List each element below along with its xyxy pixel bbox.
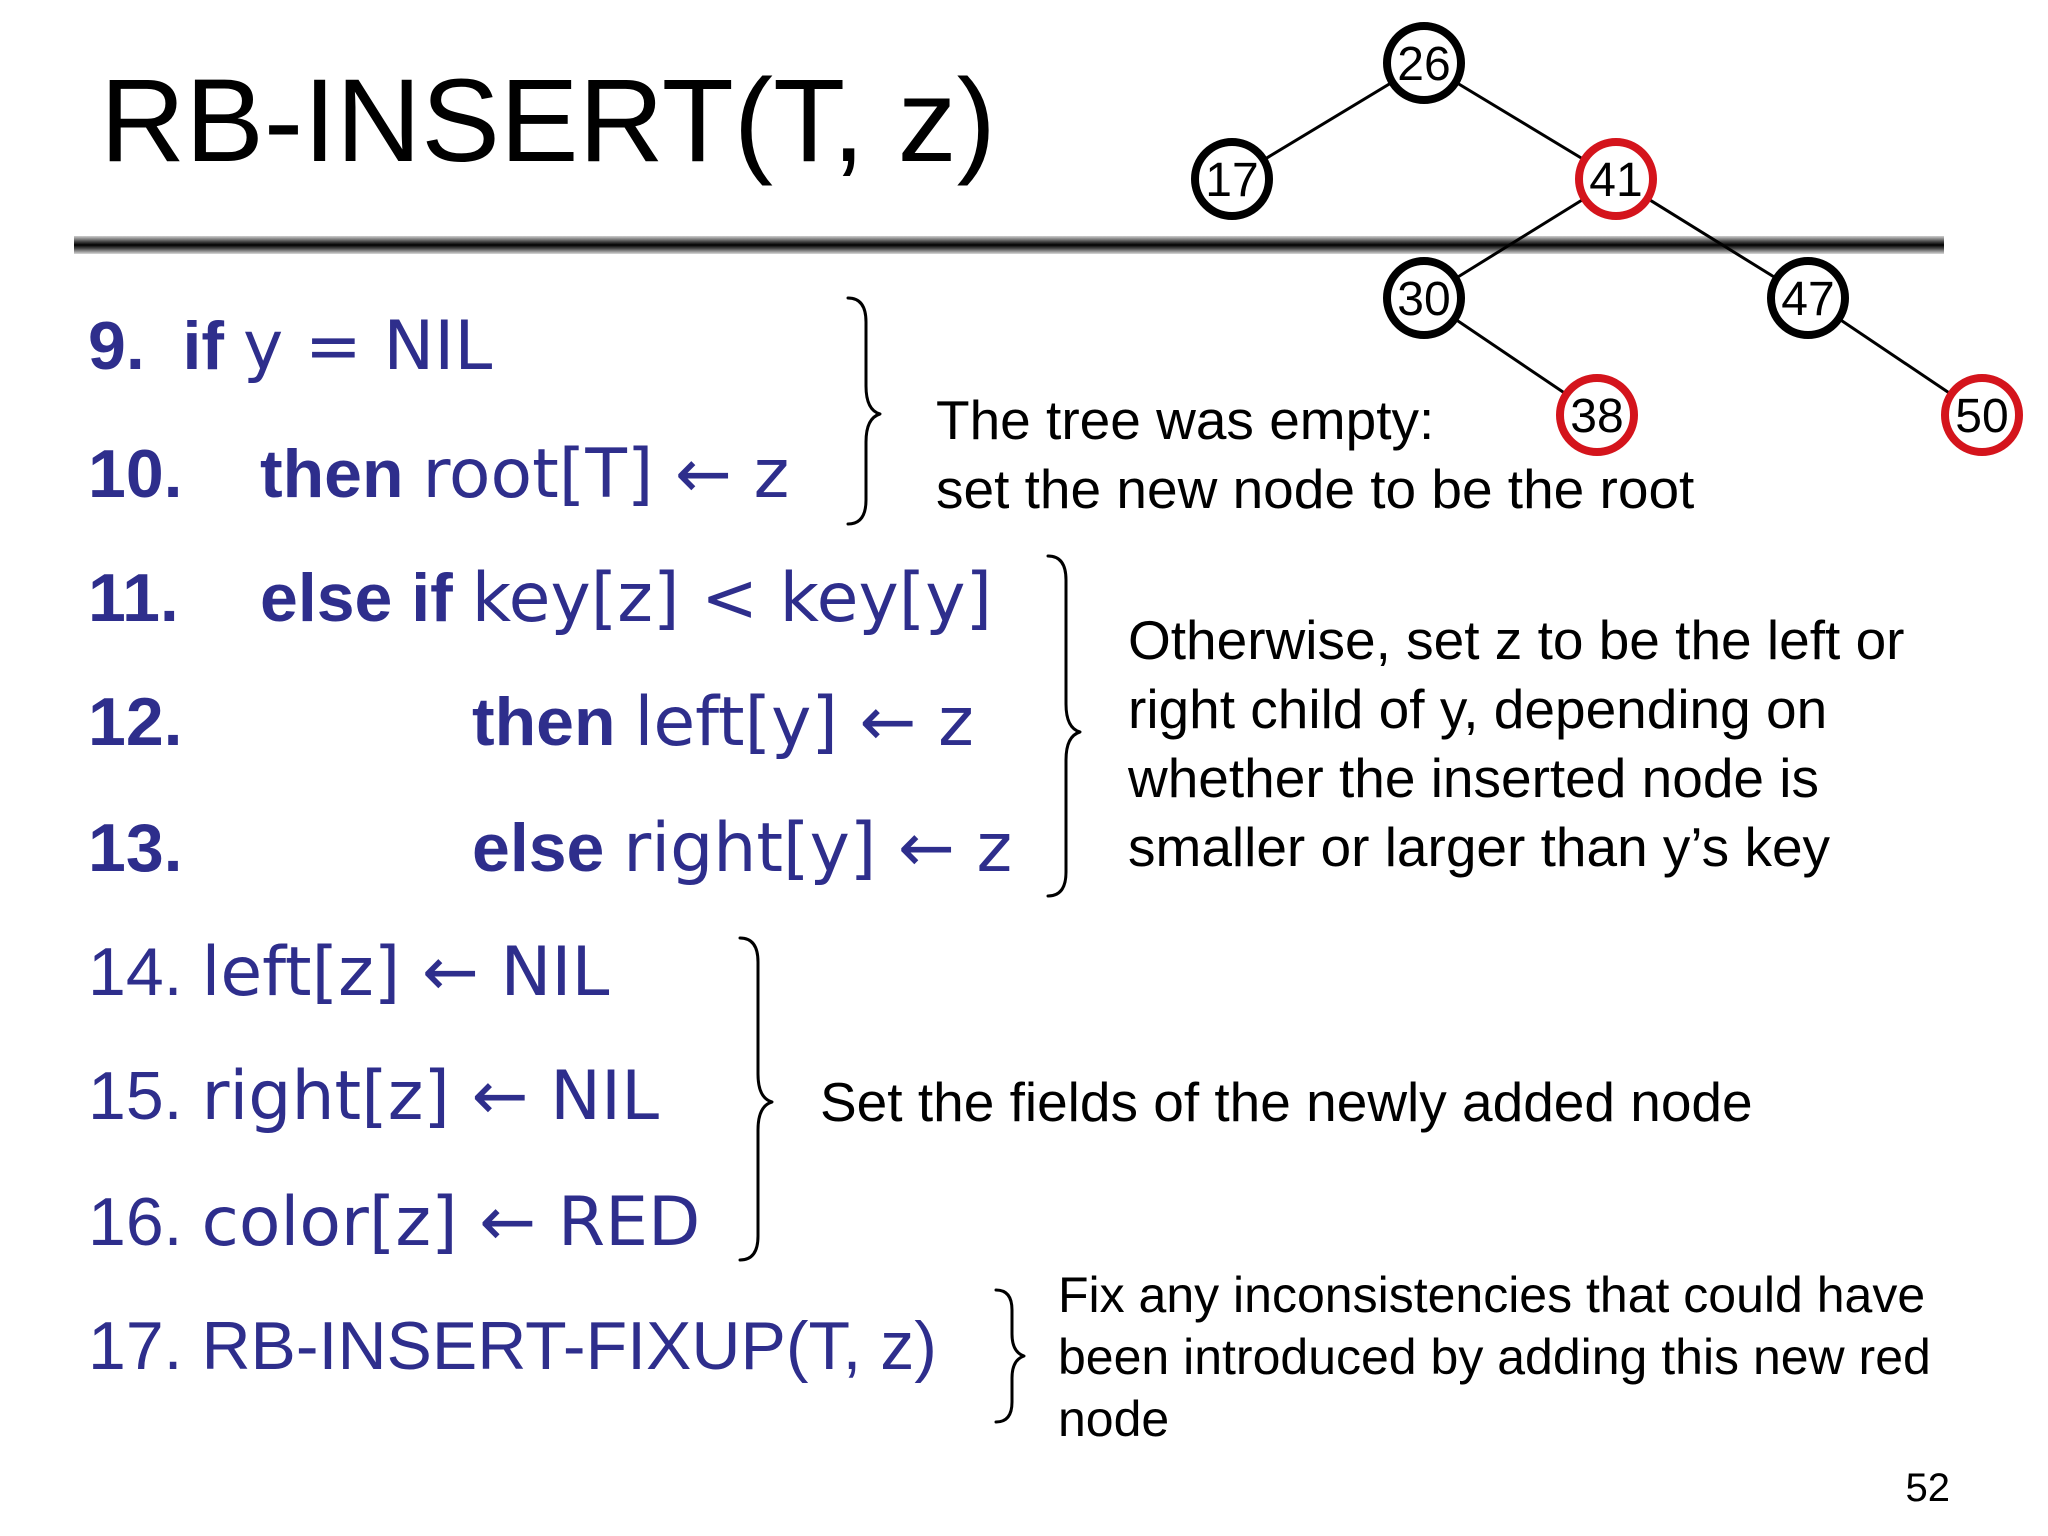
- tree-node-38: 38: [1556, 374, 1638, 456]
- note-line: Set the fields of the newly added node: [820, 1071, 1753, 1133]
- note-line: node: [1058, 1391, 1170, 1447]
- code-expression: key[z] < key[y]: [471, 559, 993, 638]
- code-expression: root[T] ← z: [422, 435, 790, 514]
- note-line: The tree was empty:: [936, 389, 1435, 451]
- tree-node-47: 47: [1767, 257, 1849, 339]
- tree-node-key: 30: [1397, 273, 1450, 326]
- tree-node-key: 41: [1589, 154, 1642, 207]
- code-line-11-body: else if key[z] < key[y]: [260, 564, 992, 633]
- title-divider: [74, 236, 1944, 254]
- code-line-17: 17. RB-INSERT-FIXUP(T, z): [88, 1312, 937, 1380]
- code-line-12-body: then left[y] ← z: [472, 688, 974, 757]
- tree-node-50: 50: [1941, 374, 2023, 456]
- code-line-16: 16. color[z] ← RED: [88, 1188, 700, 1257]
- code-expression: RB-INSERT-FIXUP(T, z): [201, 1308, 937, 1384]
- tree-node-key: 17: [1205, 154, 1258, 207]
- line-number: 17.: [88, 1308, 183, 1384]
- tree-node-circle: [1383, 22, 1465, 104]
- tree-node-circle: [1941, 374, 2023, 456]
- tree-node-26: 26: [1383, 22, 1465, 104]
- code-expression: right[y] ← z: [623, 809, 1013, 888]
- tree-node-key: 26: [1397, 38, 1450, 91]
- line-number: 14.: [88, 934, 183, 1010]
- code-keyword: else: [472, 810, 605, 886]
- code-expression: left[y] ← z: [634, 683, 974, 762]
- tree-node-41: 41: [1575, 138, 1657, 220]
- tree-node-circle: [1191, 138, 1273, 220]
- line-number: 11.: [88, 560, 179, 636]
- note-set-fields: Set the fields of the newly added node: [820, 1068, 1753, 1137]
- line-number: 9.: [88, 308, 145, 384]
- code-line-13: 13.: [88, 814, 183, 882]
- note-line: Fix any inconsistencies that could have: [1058, 1267, 1926, 1323]
- code-keyword: then: [472, 684, 616, 760]
- tree-node-17: 17: [1191, 138, 1273, 220]
- line-number: 15.: [88, 1058, 183, 1134]
- code-keyword: else if: [260, 560, 453, 636]
- code-line-11: 11.: [88, 564, 179, 632]
- curly-brace: [994, 1288, 1026, 1424]
- code-keyword: then: [260, 436, 404, 512]
- tree-node-circle: [1575, 138, 1657, 220]
- note-line: smaller or larger than y’s key: [1128, 816, 1831, 878]
- note-line: whether the inserted node is: [1128, 747, 1819, 809]
- page-number: 52: [1905, 1466, 1951, 1510]
- line-number: 10.: [88, 436, 183, 512]
- tree-node-key: 38: [1570, 390, 1623, 443]
- code-line-9: 9. if y = NIL: [88, 312, 492, 381]
- code-line-12: 12.: [88, 688, 183, 756]
- tree-node-key: 50: [1955, 390, 2008, 443]
- tree-node-circle: [1767, 257, 1849, 339]
- code-line-10: 10.: [88, 440, 183, 508]
- curly-brace: [1046, 554, 1082, 898]
- curly-brace: [738, 936, 774, 1262]
- tree-node-30: 30: [1383, 257, 1465, 339]
- code-line-13-body: else right[y] ← z: [472, 814, 1012, 883]
- code-expression: left[z] ← NIL: [201, 933, 610, 1012]
- code-expression: right[z] ← NIL: [201, 1057, 659, 1136]
- note-otherwise: Otherwise, set z to be the left or right…: [1128, 606, 1904, 882]
- note-empty-tree: The tree was empty: set the new node to …: [936, 386, 1694, 524]
- code-keyword: if: [182, 308, 225, 384]
- note-line: right child of y, depending on: [1128, 678, 1828, 740]
- note-line: been introduced by adding this new red: [1058, 1329, 1931, 1385]
- code-expression: color[z] ← RED: [201, 1183, 701, 1262]
- tree-node-circle: [1556, 374, 1638, 456]
- curly-brace: [846, 296, 882, 526]
- tree-node-circle: [1383, 257, 1465, 339]
- note-line: Otherwise, set z to be the left or: [1128, 609, 1905, 671]
- code-line-10-body: then root[T] ← z: [260, 440, 789, 509]
- tree-node-key: 47: [1781, 273, 1834, 326]
- note-line: set the new node to be the root: [936, 458, 1695, 520]
- note-fixup: Fix any inconsistencies that could have …: [1058, 1264, 1931, 1450]
- code-line-15: 15. right[z] ← NIL: [88, 1062, 659, 1131]
- slide-title: RB-INSERT(T, z): [100, 55, 996, 187]
- line-number: 12.: [88, 684, 183, 760]
- code-line-14: 14. left[z] ← NIL: [88, 938, 609, 1007]
- code-expression: y = NIL: [242, 307, 493, 386]
- line-number: 13.: [88, 810, 183, 886]
- line-number: 16.: [88, 1184, 183, 1260]
